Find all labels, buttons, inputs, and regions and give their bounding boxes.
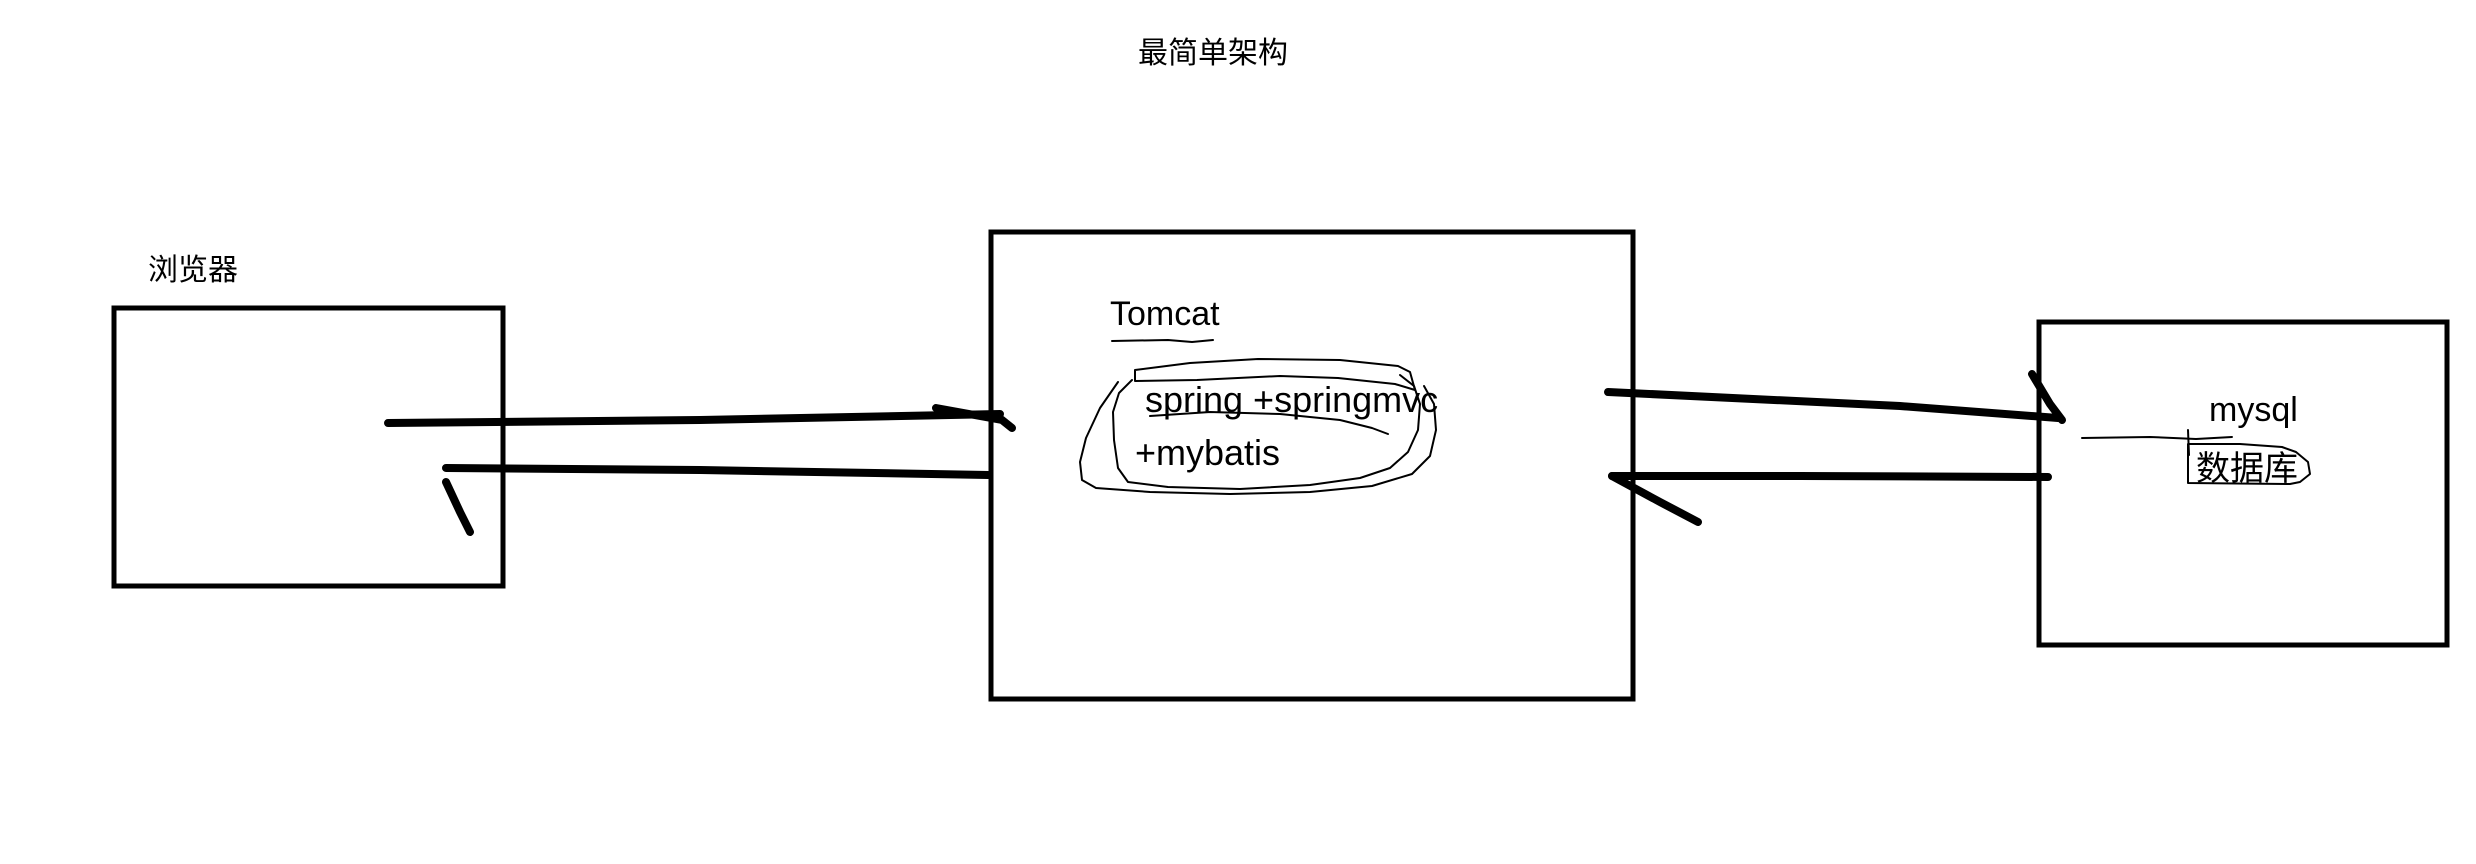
request-arrow-head: [932, 404, 1016, 432]
response-arrow-line: [442, 464, 992, 479]
tomcat-stack-line-1: spring +springmvc: [1145, 379, 1438, 420]
browser-box: [111, 305, 506, 589]
result-arrow-line: [1608, 472, 2052, 481]
stack-divider-sketch: [1149, 411, 1389, 435]
response-arrow-head: [442, 478, 474, 536]
mysql-label: mysql: [2209, 391, 2298, 429]
stack-enclosure-outer-sketch: [1079, 381, 1437, 495]
page-title: 最简单架构: [1138, 37, 1288, 70]
browser-label: 浏览器: [148, 254, 238, 287]
tomcat-label: Tomcat: [1110, 295, 1220, 333]
database-leader-sketch: [2081, 436, 2233, 440]
mysql-box: [2036, 319, 2450, 648]
query-arrow-line: [1604, 388, 2062, 422]
mysql-sub-label: 数据库: [2196, 450, 2298, 488]
stack-enclosure-body-sketch: [1112, 374, 1421, 490]
query-arrow-head: [2028, 370, 2066, 424]
database-enclosure-sketch: [2187, 443, 2311, 485]
request-arrow-line: [384, 410, 1004, 427]
stack-enclosure-top-sketch: [1134, 358, 1416, 391]
database-enclosure-tick-sketch: [2187, 429, 2190, 456]
tomcat-underline-sketch: [1111, 339, 1214, 343]
tomcat-stack-line-2: +mybatis: [1135, 432, 1280, 473]
tomcat-box: [988, 229, 1636, 702]
result-arrow-head: [1608, 472, 1702, 526]
